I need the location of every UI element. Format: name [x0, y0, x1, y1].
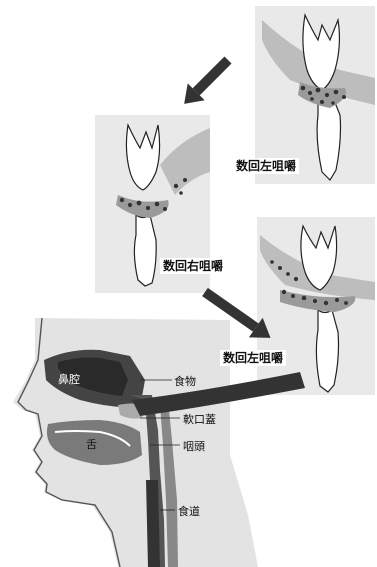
tongue-label: 舌	[86, 436, 97, 452]
step3-teeth-illustration	[260, 226, 375, 392]
step1-teeth-illustration	[262, 15, 375, 180]
arrow-1	[176, 52, 237, 113]
food-label: 食物	[174, 373, 196, 389]
nasal-cavity-label: 鼻腔	[58, 371, 80, 387]
step1-label: 数回左咀嚼	[233, 158, 299, 174]
esophagus-label: 食道	[178, 503, 200, 519]
step2-label: 数回右咀嚼	[160, 258, 226, 274]
soft-palate-label: 軟口蓋	[183, 411, 216, 427]
step3-label: 数回左咀嚼	[220, 350, 286, 366]
pharynx-label: 咽頭	[183, 438, 205, 454]
